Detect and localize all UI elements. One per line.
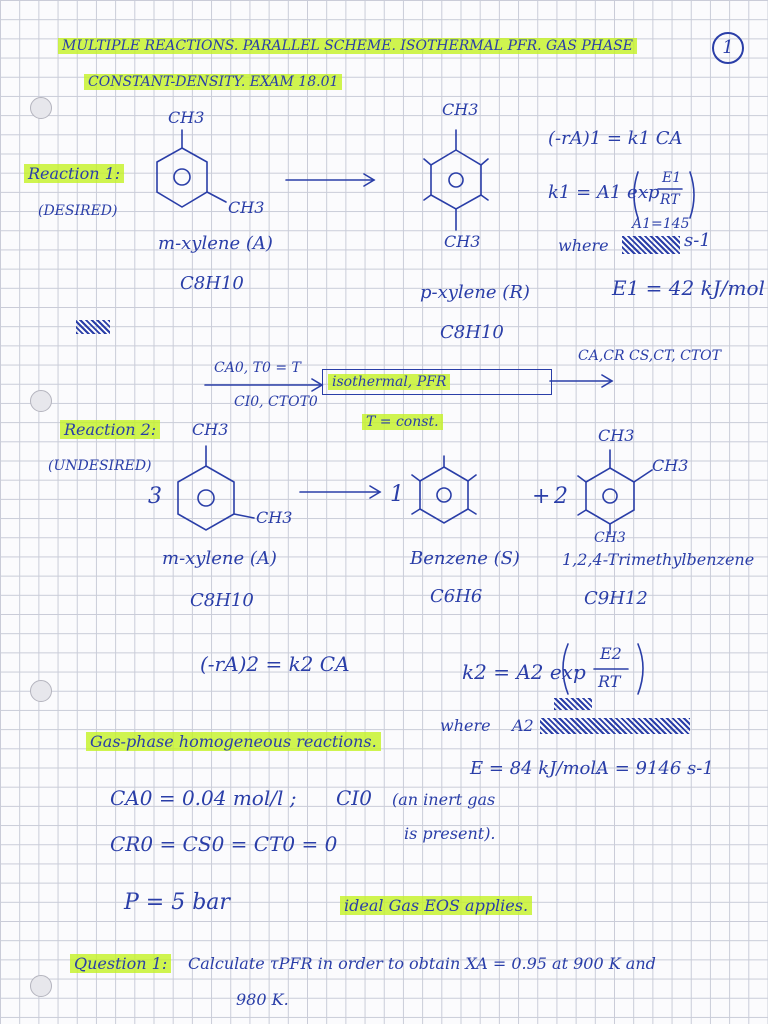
benzene-ring: [419, 466, 469, 524]
aromatic-circle: [602, 488, 618, 504]
aromatic-circle: [448, 172, 464, 188]
question1-text-cont: 980 K.: [236, 990, 289, 1009]
a1-value: A1=145: [632, 216, 690, 232]
crossed-out-mark: [76, 320, 110, 334]
inlet-concentration: CA0 = 0.04 mol/l ;: [110, 786, 297, 810]
benzene-name: Benzene (S): [410, 548, 520, 569]
page-number: 1: [712, 32, 744, 64]
pfr-reactor-box: [322, 369, 552, 395]
e2-value: E = 84 kJ/mol.: [470, 758, 602, 779]
product-methyl-bottom: CH3: [444, 232, 481, 251]
reactant-methyl-side: CH3: [228, 198, 265, 217]
inert-note: (an inert gas: [392, 790, 496, 809]
punch-hole: [30, 975, 52, 997]
aromatic-circle: [173, 168, 191, 186]
coef-benzene: 1: [390, 482, 404, 507]
inert-note-cont: is present).: [404, 824, 496, 843]
k1-expression: k1 = A1 exp: [548, 182, 660, 203]
aromatic-circle: [436, 487, 452, 503]
m-xylene-ring: [156, 147, 208, 208]
where-1: where: [558, 236, 609, 255]
page-title: MULTIPLE REACTIONS. PARALLEL SCHEME. ISO…: [58, 38, 637, 54]
k2-expression: k2 = A2 exp: [462, 660, 586, 684]
tmb-methyl-bottom: CH3: [594, 530, 626, 546]
crossed-out-value: [622, 236, 680, 254]
p-xylene-ring: [430, 149, 482, 210]
punch-hole: [30, 97, 52, 119]
inert-concentration: CI0: [336, 786, 372, 810]
inlet-conditions-top: CA0, T0 = T: [214, 360, 301, 376]
coef-tmb: 2: [554, 484, 568, 509]
reactant-formula: C8H10: [180, 273, 244, 294]
r2-reactant-methyl-side: CH3: [256, 508, 293, 527]
where-2: where: [440, 716, 491, 735]
a1-unit: s-1: [684, 230, 711, 251]
page-subtitle: CONSTANT-DENSITY. EXAM 18.01: [84, 74, 343, 90]
k2-exp-denominator: RT: [598, 672, 621, 691]
k1-exp-numerator: E1: [662, 170, 682, 186]
aromatic-circle: [197, 489, 215, 507]
r2-reactant-formula: C8H10: [190, 590, 254, 611]
punch-hole: [30, 390, 52, 412]
benzene-formula: C6H6: [430, 586, 483, 607]
k2-exp-numerator: E2: [600, 644, 622, 663]
r2-reactant-name: m-xylene (A): [162, 548, 277, 569]
reaction1-tag: (DESIRED): [38, 203, 118, 219]
rate-law-1: (-rA)1 = k1 CA: [548, 128, 683, 149]
reaction1-label: Reaction 1:: [24, 164, 125, 183]
pressure: P = 5 bar: [124, 890, 230, 915]
reaction2-label: Reaction 2:: [60, 420, 161, 439]
tmb-name: 1,2,4-Trimethylbenzene: [562, 550, 755, 569]
k1-exp-minus: -: [644, 184, 649, 200]
crossed-out-mark: [554, 698, 592, 710]
question1-label: Question 1:: [70, 954, 172, 973]
crossed-out-value: [540, 718, 690, 734]
a2-symbol: A2: [512, 716, 534, 735]
tmb-formula: C9H12: [584, 588, 648, 609]
initial-concentrations: CR0 = CS0 = CT0 = 0: [110, 832, 338, 856]
outlet-streams: CA,CR CS,CT, CTOT: [578, 348, 721, 364]
question1-text: Calculate τPFR in order to obtain XA = 0…: [188, 954, 656, 973]
product-methyl-top: CH3: [442, 100, 479, 119]
k2-exp-minus: -: [574, 660, 580, 679]
reactant-methyl-top: CH3: [168, 108, 205, 127]
reactor-label: isothermal, PFR: [328, 374, 451, 390]
product-name: p-xylene (R): [420, 282, 530, 303]
r2-reactant-methyl-top: CH3: [192, 420, 229, 439]
tmb-methyl-right: CH3: [652, 456, 689, 475]
reactor-note: T = const.: [362, 414, 443, 430]
plus-sign: +: [532, 484, 551, 509]
reaction2-tag: (UNDESIRED): [48, 458, 152, 474]
trimethylbenzene-ring: [585, 467, 635, 525]
reactant-name: m-xylene (A): [158, 233, 273, 254]
punch-hole: [30, 680, 52, 702]
rate-law-2: (-rA)2 = k2 CA: [200, 652, 350, 676]
m-xylene-ring: [177, 465, 235, 531]
inlet-conditions-bottom: CI0, CTOT0: [234, 394, 318, 410]
product-formula: C8H10: [440, 322, 504, 343]
e1-value: E1 = 42 kJ/mol: [612, 276, 765, 300]
gas-phase-note: Gas-phase homogeneous reactions.: [86, 732, 381, 751]
a2-value: A = 9146 s-1: [596, 758, 714, 779]
k1-exp-denominator: RT: [660, 192, 680, 208]
coef-reactant: 3: [148, 484, 162, 509]
ideal-gas-note: ideal Gas EOS applies.: [340, 896, 533, 915]
tmb-methyl-top: CH3: [598, 426, 635, 445]
